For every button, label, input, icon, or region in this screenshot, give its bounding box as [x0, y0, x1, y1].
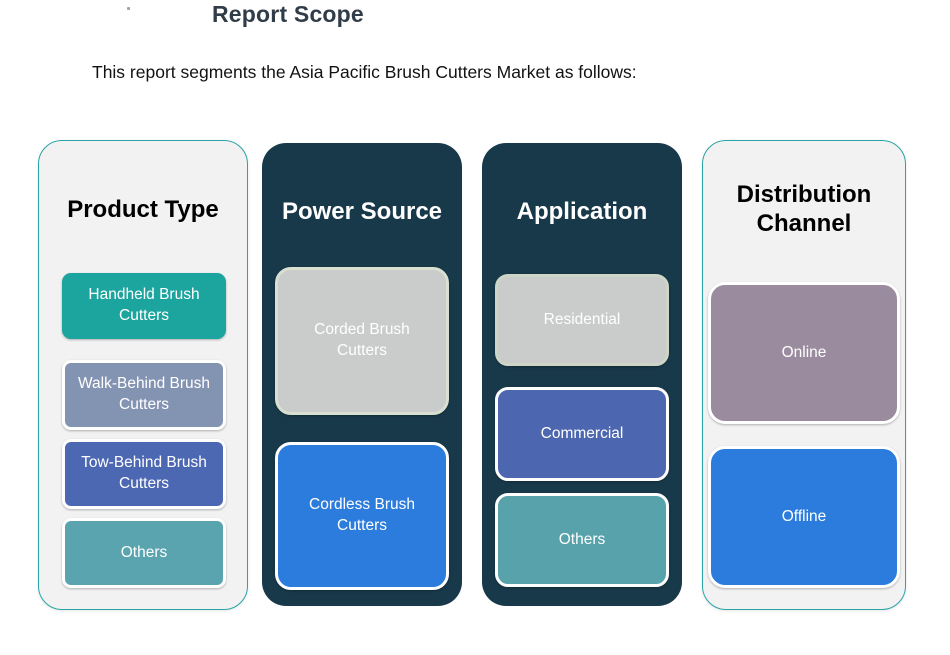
segment-handheld-brush-cutters: Handheld Brush Cutters [62, 273, 226, 339]
segment-walk-behind-brush-cutters: Walk-Behind Brush Cutters [62, 360, 226, 430]
column-header-power-source: Power Source [281, 197, 443, 225]
column-product-type: Product Type Handheld Brush Cutters Walk… [38, 140, 248, 610]
column-application: Application Residential Commercial Other… [482, 143, 682, 606]
column-header-distribution-channel: Distribution Channel [736, 181, 872, 237]
page-subtitle: This report segments the Asia Pacific Br… [92, 62, 637, 82]
column-header-product-type: Product Type [67, 195, 219, 223]
segment-commercial: Commercial [495, 387, 669, 481]
segment-corded-brush-cutters: Corded Brush Cutters [275, 267, 449, 415]
stray-mark [127, 7, 130, 10]
column-header-application: Application [516, 197, 648, 225]
segment-online: Online [708, 282, 900, 424]
column-power-source: Power Source Corded Brush Cutters Cordle… [262, 143, 462, 606]
segment-tow-behind-brush-cutters: Tow-Behind Brush Cutters [62, 439, 226, 509]
segment-application-others: Others [495, 493, 669, 587]
column-distribution-channel: Distribution Channel Online Offline [702, 140, 906, 610]
page-title: Report Scope [212, 1, 364, 27]
segment-residential: Residential [495, 274, 669, 366]
segment-product-type-others: Others [62, 518, 226, 588]
segment-offline: Offline [708, 446, 900, 588]
segment-cordless-brush-cutters: Cordless Brush Cutters [275, 442, 449, 590]
